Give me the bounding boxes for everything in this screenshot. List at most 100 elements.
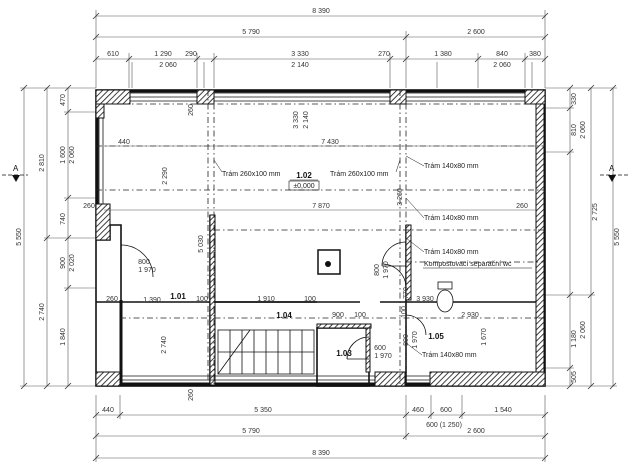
dim-left-2810: 2 810 [39,154,46,172]
dim-260d: 260 [188,104,195,116]
dim-left-1600: 1 600 [60,146,67,164]
dim-440: 440 [118,139,130,146]
dim-260e: 260 [188,389,195,401]
dim-top-1380: 1 380 [434,51,452,58]
dim-right-2725: 2 725 [592,203,599,221]
dim-bottom-overall: 8 390 [312,450,330,457]
dim-bottom-600: 600 [440,407,452,414]
beam-label-2: Trám 260x100 mm [330,171,389,178]
dim-right-5550: 5 550 [614,228,621,246]
dim-800a: 800 [138,259,150,266]
dim-1970c: 1 970 [383,261,390,279]
dim-2930: 2 930 [461,312,479,319]
dim-3930: 3 930 [416,296,434,303]
dim-top-2060b: 2 060 [493,62,511,69]
dim-2290: 2 290 [162,167,169,185]
dim-bottom-left-span: 5 790 [242,428,260,435]
dim-5030: 5 030 [198,235,205,253]
dim-600a: 600 [374,345,386,352]
room-level-102: ±0,000 [293,183,314,190]
dim-1970a: 1 970 [374,353,392,360]
dim-1970d: 1 970 [412,331,419,349]
dim-bottom-460: 460 [412,407,424,414]
dim-top-840: 840 [496,51,508,58]
dim-right-2060b: 2 060 [580,321,587,339]
dim-top-left-span: 5 790 [242,29,260,36]
beam-label-1: Trám 260x100 mm [222,171,281,178]
dim-1970b: 1 970 [138,267,156,274]
dim-260a: 260 [83,203,95,210]
dim-1910: 1 910 [257,296,275,303]
room-number-101: 1.01 [170,292,186,301]
dim-left-5550: 5 550 [16,228,23,246]
dim-100a: 100 [196,296,208,303]
dim-right-505: 505 [571,371,578,383]
section-label-left: A [13,164,19,173]
dim-900: 900 [332,312,344,319]
dim-top-right-span: 2 600 [467,29,485,36]
dim-800c: 800 [403,334,410,346]
dim-right-1180: 1 180 [571,330,578,348]
dim-right-810: 810 [571,124,578,136]
dim-1390: 1 390 [143,297,161,304]
dim-3330: 3 330 [293,111,300,129]
dim-260c: 260 [106,296,118,303]
dim-bottom-600-1250: 600 (1 250) [426,422,462,429]
dim-2140v: 2 140 [303,111,310,129]
dim-100b: 100 [304,296,316,303]
dim-100c: 100 [354,312,366,319]
dim-7430: 7 430 [321,139,339,146]
dim-left-2740: 2 740 [39,303,46,321]
dim-top-1290: 1 290 [154,51,172,58]
dim-bottom-1540: 1 540 [494,407,512,414]
dim-bottom-440: 440 [102,407,114,414]
bottom-dimension-lines: 440 5 350 460 600 1 540 600 (1 250) 5 79… [92,395,549,462]
dim-bottom-5350: 5 350 [254,407,272,414]
dim-left-740: 740 [60,213,67,225]
left-dimension-lines: 5 550 2 810 2 740 470 1 600 2 060 740 90… [16,84,96,390]
dim-top-380: 380 [529,51,541,58]
stove-symbol [317,249,341,275]
dim-1670: 1 670 [481,328,488,346]
dim-right-2060: 2 060 [580,121,587,139]
stairs [217,329,315,375]
beam-label-6: Trám 140x80 mm [422,352,477,359]
dim-left-470: 470 [60,94,67,106]
dim-260b: 260 [516,203,528,210]
dim-top-610: 610 [107,51,119,58]
room-labels: 1.02 ±0,000 1.01 1.04 1.03 1.05 [170,171,444,358]
section-label-right: A [609,164,615,173]
doors [120,241,427,360]
beam-label-4: Trám 140x80 mm [424,215,479,222]
dim-7870: 7 870 [312,203,330,210]
beam-label-3: Trám 140x80 mm [424,163,479,170]
top-dimension-lines: 8 390 5 790 2 600 610 1 290 290 3 330 27… [92,8,549,88]
beam-label-5: Trám 140x80 mm [424,249,479,256]
inner-dimensions: 7 430 440 7 870 260 260 260 1 390 100 1 … [83,104,536,401]
dim-left-1840: 1 840 [60,328,67,346]
beam-lines [96,90,545,386]
dim-3260: 3 260 [397,188,404,206]
dim-left-2060: 2 060 [69,146,76,164]
dim-top-2140: 2 140 [291,62,309,69]
section-mark-left: A [2,164,28,182]
dim-top-2060a: 2 060 [159,62,177,69]
dim-left-2020: 2 020 [69,254,76,272]
dim-right-330: 330 [571,93,578,105]
dim-left-900: 900 [60,257,67,269]
beam-labels: Trám 260x100 mm Trám 260x100 mm Trám 140… [213,155,532,359]
dim-top-overall: 8 390 [312,8,330,15]
dim-2740v: 2 740 [161,336,168,354]
section-mark-right: A [600,164,630,182]
dim-top-3330: 3 330 [291,51,309,58]
toilet-symbol [436,281,454,313]
room-number-104: 1.04 [276,311,292,320]
dim-top-290: 290 [185,51,197,58]
room-number-102: 1.02 [296,171,312,180]
dim-100d: 100 [401,306,408,318]
wc-label: Kompostovací separační wc [424,261,512,268]
dim-top-270: 270 [378,51,390,58]
dim-800b: 800 [374,264,381,276]
right-dimension-lines: 330 810 2 060 2 725 5 550 1 180 2 060 50… [545,84,621,390]
